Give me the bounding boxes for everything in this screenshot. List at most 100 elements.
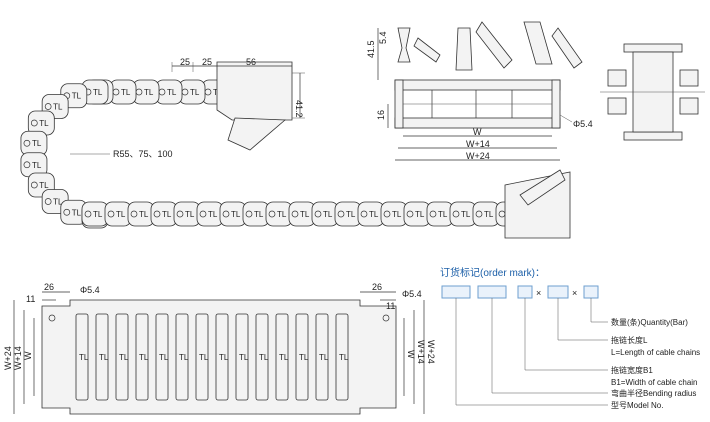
link-logo: TL (438, 210, 448, 219)
chain-link: TL (311, 201, 339, 227)
link-logo: TL (39, 119, 49, 128)
bar-logo: TL (239, 353, 249, 362)
link-logo: TL (231, 210, 241, 219)
bar-logo: TL (319, 353, 329, 362)
link-logo: TL (208, 210, 218, 219)
crossbar-part-2 (475, 21, 513, 69)
chain-link: TL (109, 79, 137, 105)
top-mount-arm (227, 117, 287, 151)
dim-left-11: 11 (26, 294, 35, 304)
dim-pitch-2: 25 (202, 57, 212, 67)
chain-link: TL (357, 201, 385, 227)
radius-label: R55、75、100 (113, 149, 173, 159)
mount-right-ear-1 (679, 69, 699, 87)
crossbar (315, 313, 329, 401)
chain-link: TL (265, 201, 293, 227)
chain-link: TL (334, 201, 362, 227)
chain-link: TL (196, 201, 224, 227)
dim-right-26: 26 (372, 282, 382, 292)
bar-logo: TL (119, 353, 129, 362)
link-logo: TL (323, 210, 333, 219)
section-right-wall (551, 79, 561, 129)
side-plate-part-2 (455, 27, 473, 71)
label-radius: 弯曲半径Bending radius (611, 388, 696, 398)
side-plate-part-3 (523, 21, 553, 65)
dim-end: 56 (246, 57, 256, 67)
link-logo: TL (39, 181, 49, 190)
crossbar (115, 313, 129, 401)
link-logo: TL (185, 210, 195, 219)
chain-link: TL (20, 130, 48, 156)
chain-link: TL (132, 79, 160, 105)
dim-h1: 41.5 (366, 40, 376, 58)
bar-logo: TL (279, 353, 289, 362)
chain-link: TL (150, 201, 178, 227)
crossbar (135, 313, 149, 401)
hole-right (382, 314, 390, 322)
crossbar (255, 313, 269, 401)
bar-logo: TL (259, 353, 269, 362)
label-model: 型号Model No. (611, 401, 663, 410)
mount-top-flange (623, 43, 683, 53)
dim-left-hole: Φ5.4 (80, 285, 100, 295)
dim-w: W (473, 127, 482, 137)
link-logo: TL (32, 139, 42, 148)
order-title: 订货标记(order mark)： (440, 266, 545, 279)
chain-link: TL (178, 79, 206, 105)
link-logo: TL (139, 210, 149, 219)
link-logo: TL (415, 210, 425, 219)
bar-logo: TL (299, 353, 309, 362)
crossbar (235, 313, 249, 401)
chain-link: TL (403, 201, 431, 227)
times-1: × (536, 288, 541, 298)
crossbar (195, 313, 209, 401)
link-logo: TL (300, 210, 310, 219)
chain-link: TL (219, 201, 247, 227)
label-quantity: 数量(条)Quantity(Bar) (611, 317, 688, 327)
vert-w24-right: W+24 (426, 340, 436, 364)
vert-w-right: W (406, 350, 416, 359)
link-logo: TL (190, 88, 200, 97)
crossbar (335, 313, 349, 401)
vert-w14-left: W+14 (13, 346, 23, 370)
link-logo: TL (392, 210, 402, 219)
label-width-en: B1=Width of cable chain (611, 378, 698, 387)
dim-right-hole: Φ5.4 (402, 289, 422, 299)
order-box-quantity (583, 285, 599, 299)
link-logo: TL (346, 210, 356, 219)
link-logo: TL (72, 92, 82, 101)
vert-w24-left: W+24 (3, 346, 13, 370)
bar-logo: TL (339, 353, 349, 362)
order-box-length (547, 285, 569, 299)
link-logo: TL (461, 210, 471, 219)
label-length-en: L=Length of cable chains (611, 348, 700, 357)
vert-w-left: W (23, 351, 33, 360)
bar-logo: TL (159, 353, 169, 362)
link-logo: TL (484, 210, 494, 219)
vert-w14-right: W+14 (416, 340, 426, 364)
dim-left-26: 26 (44, 282, 54, 292)
chain-link: TL (155, 79, 183, 105)
link-logo: TL (93, 210, 103, 219)
link-logo: TL (116, 210, 126, 219)
chain-link: TL (242, 201, 270, 227)
chain-link: TL (60, 199, 88, 225)
bar-logo: TL (179, 353, 189, 362)
link-logo: TL (254, 210, 264, 219)
order-box-model (441, 285, 471, 299)
crossbar (155, 313, 169, 401)
chain-cross-section: 41.5 5.4 16 W W+14 W+24 Φ5.4 (366, 21, 593, 161)
times-2: × (572, 288, 577, 298)
bar-logo: TL (219, 353, 229, 362)
link-logo: TL (121, 88, 131, 97)
mount-left-ear-2 (607, 97, 627, 115)
crossbar (275, 313, 289, 401)
bar-logo: TL (99, 353, 109, 362)
link-logo: TL (93, 88, 103, 97)
crossbar-part-3 (551, 27, 583, 69)
link-logo: TL (167, 88, 177, 97)
link-logo: TL (369, 210, 379, 219)
